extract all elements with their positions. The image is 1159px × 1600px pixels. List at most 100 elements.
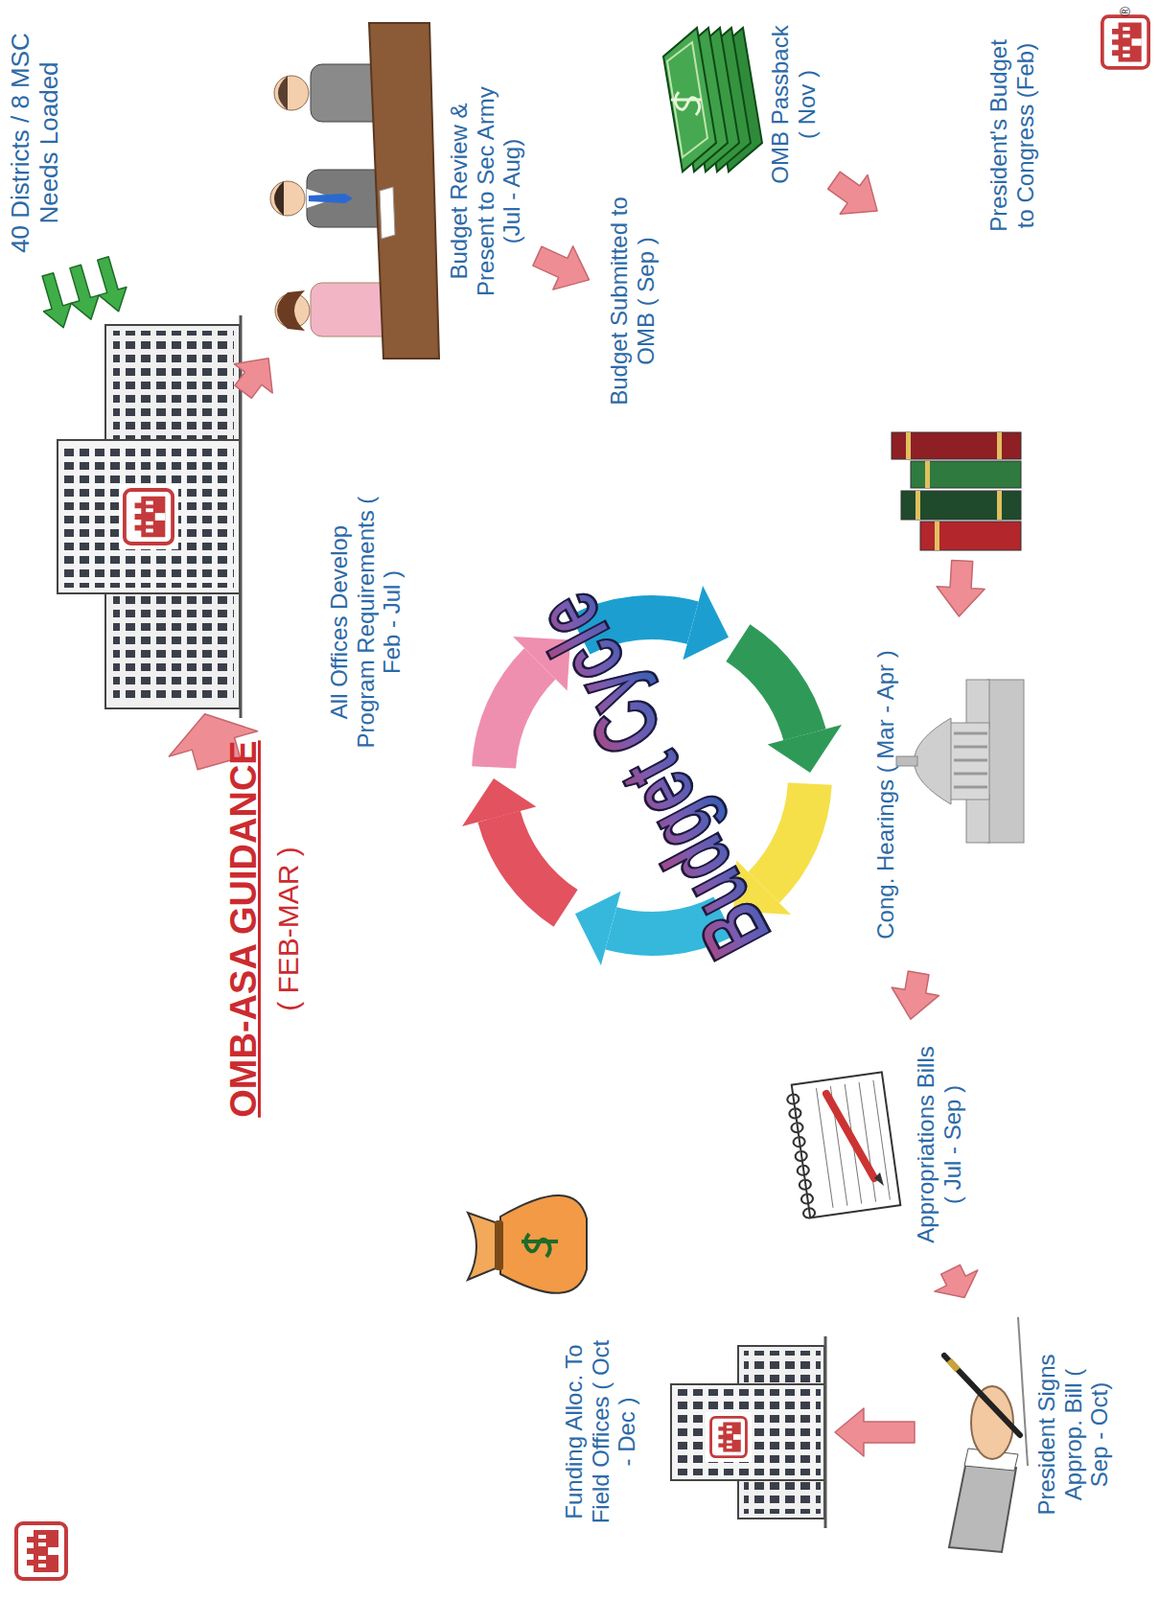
stage-node: 40 Districts / 8 MSC Needs Loaded [4, 23, 74, 263]
money-stack [663, 27, 763, 172]
cycle-arrowhead [575, 891, 622, 966]
stage-label: Funding Alloc. To Field Offices ( Oct - … [560, 1338, 641, 1526]
dollar-sign [671, 92, 702, 116]
building-tower [671, 1384, 825, 1481]
capitol-base [987, 679, 1024, 843]
person-head [274, 75, 309, 111]
bill-border [667, 42, 708, 158]
corps-logo [16, 1523, 67, 1579]
book [891, 432, 1021, 460]
capitol-building [896, 679, 1024, 843]
budget-books [891, 432, 1021, 551]
cycle-arrowhead [682, 585, 729, 660]
stage-label: All Offices Develop Program Requirements… [325, 492, 406, 752]
bag-tie [494, 1220, 504, 1271]
column [953, 745, 988, 749]
appropriations-notepad [785, 1071, 901, 1219]
stage-node: OMB Passback ( Nov ) [623, 18, 830, 191]
column [953, 732, 988, 736]
stage-node: President's Budget to Congress (Feb) [881, 8, 1074, 556]
conference-meeting [270, 23, 440, 359]
pencil [826, 1093, 875, 1179]
capitol-drum [949, 722, 990, 800]
book-band [925, 461, 930, 488]
flow-arrow [828, 171, 879, 214]
pen [944, 1355, 1020, 1436]
person-hair [274, 181, 284, 216]
arrow-shape [828, 171, 879, 214]
flow-arrow [934, 1265, 978, 1299]
signing-hand [944, 1317, 1028, 1553]
arrow-shape [934, 1265, 978, 1299]
column [953, 759, 988, 763]
input-arrows [42, 256, 127, 328]
stage-sublabel: ( FEB-MAR ) [270, 718, 307, 1140]
book-band [996, 432, 1002, 460]
cycle-arc [738, 643, 806, 736]
spiral [787, 1093, 816, 1219]
stage-label: OMB-ASA GUIDANCE [220, 718, 267, 1140]
stage-label: Appropriations Bills ( Jul - Sep ) [912, 1043, 966, 1246]
pad-line [858, 1082, 877, 1203]
arrow-shape [69, 264, 99, 320]
column [953, 786, 988, 789]
building-tower [57, 440, 240, 594]
flow-arrow [834, 1408, 915, 1457]
stage-node: All Offices Develop Program Requirements… [57, 324, 240, 709]
pad-line [873, 1080, 891, 1201]
flow-arrow [936, 559, 985, 617]
stage-label: President Signs Approp. Bill ( Sep - Oct… [1033, 1345, 1113, 1524]
corps-logo [124, 489, 173, 544]
capitol-wing [966, 679, 990, 728]
building-windows [63, 445, 234, 588]
book-band [905, 432, 911, 460]
arrow-shape [97, 256, 127, 312]
cycle-arc [499, 816, 567, 909]
arrow-shape [834, 1408, 915, 1457]
person-hair [277, 290, 305, 331]
capitol-lantern [896, 756, 918, 766]
person-head [270, 181, 305, 216]
arrow-shape [533, 246, 590, 290]
stage-node: Funding Alloc. To Field Offices ( Oct - … [560, 1312, 830, 1553]
paper [379, 186, 395, 239]
trademark-mark: ® [1117, 2, 1134, 21]
stage-node: Budget Review & Present to Sec Army (Jul… [258, 27, 533, 354]
arrow-shape [936, 559, 985, 617]
book-band [934, 521, 940, 551]
building-windows [676, 1389, 821, 1476]
bill [663, 27, 717, 172]
capitol-wing [966, 794, 990, 843]
sleeve [949, 1460, 1017, 1553]
stage-node: Budget Submitted to OMB ( Sep ) [594, 171, 676, 431]
corps-logo [711, 1416, 747, 1457]
money-bag [467, 1195, 587, 1294]
tie [308, 193, 353, 204]
table [369, 23, 440, 359]
flow-arrow [533, 246, 590, 290]
stage-node: President Signs Approp. Bill ( Sep - Oct… [920, 1302, 1141, 1562]
stage-label: 40 Districts / 8 MSC Needs Loaded [6, 27, 65, 258]
flow-arrow [891, 971, 939, 1020]
notepad [785, 1071, 901, 1219]
pen-band [949, 1360, 958, 1370]
stage-label: Cong. Hearings ( Mar - Apr ) [872, 631, 900, 958]
headquarters-building [57, 315, 241, 719]
field-office-building [671, 1336, 826, 1529]
pencil-tip [874, 1172, 884, 1186]
dollar-sign [521, 1233, 558, 1257]
stage-node: OMB-ASA GUIDANCE( FEB-MAR ) [220, 718, 312, 1140]
stage-label: Budget Review & Present to Sec Army (Jul… [445, 69, 526, 314]
paper-edge [1018, 1317, 1028, 1466]
flow-arrow [233, 358, 273, 399]
arrow-shape [891, 971, 939, 1020]
book [910, 461, 1021, 488]
stage-label: President's Budget to Congress (Feb) [985, 32, 1039, 239]
stage-node: Cong. Hearings ( Mar - Apr ) [867, 622, 1031, 968]
book-band [996, 490, 1002, 520]
book [901, 490, 1021, 520]
pad-sheet [791, 1071, 902, 1218]
book [920, 521, 1021, 551]
